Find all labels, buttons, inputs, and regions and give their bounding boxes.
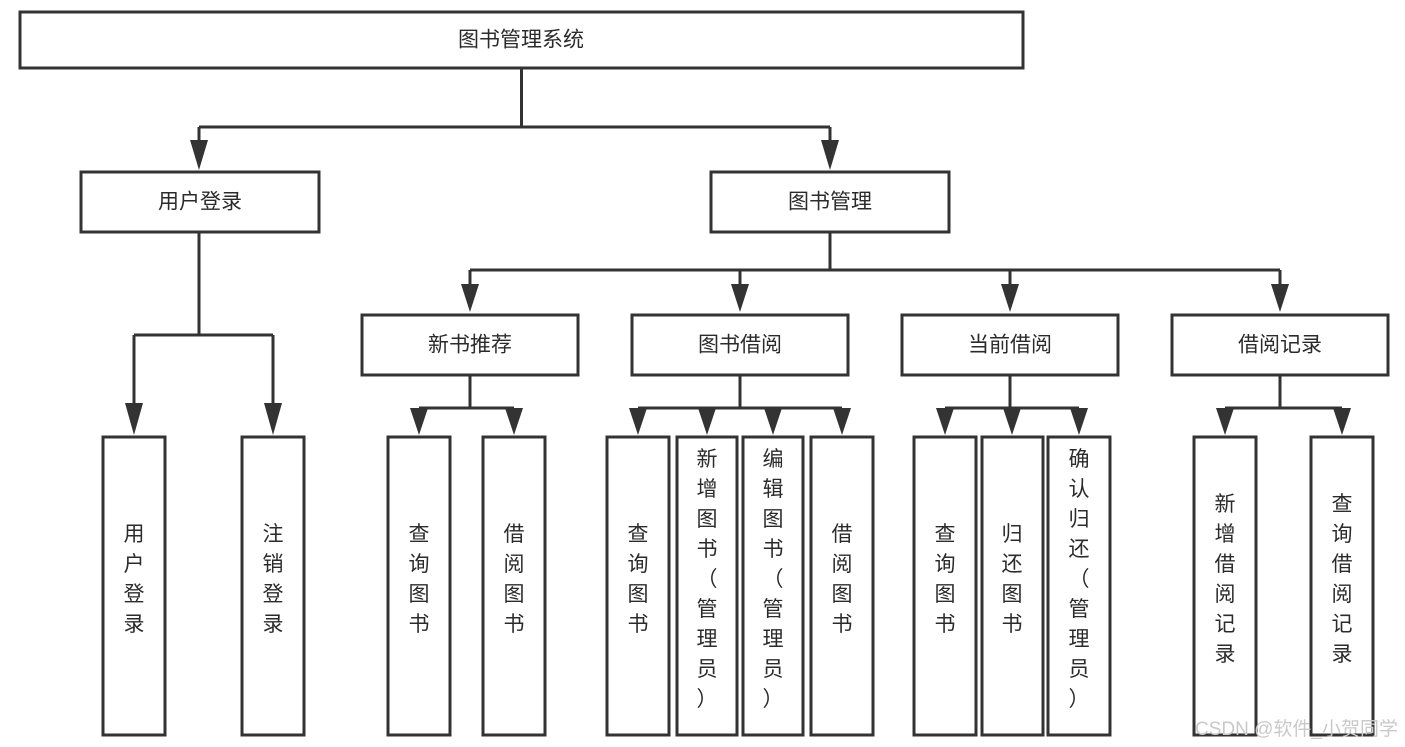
arrow-head-leaf-query-book-2 [629, 408, 647, 435]
node-leaf-edit-book-label: 编辑图书（管理员） [763, 448, 784, 711]
node-book-management[interactable]: 图书管理 [709, 170, 951, 234]
node-leaf-edit-book[interactable]: 编辑图书（管理员） [741, 435, 805, 737]
node-leaf-query-book-3-box[interactable] [912, 435, 978, 737]
arrow-head-new-book-recommend [461, 284, 479, 312]
node-leaf-edit-book-box[interactable] [741, 435, 805, 737]
node-leaf-logout-box[interactable] [240, 435, 306, 737]
node-user-login[interactable]: 用户登录 [79, 170, 321, 234]
node-leaf-query-book-1[interactable]: 查询图书 [386, 435, 452, 737]
node-leaf-borrow-book-2-box[interactable] [809, 435, 875, 737]
arrow-head-user-login [190, 140, 208, 170]
arrow-head-leaf-user-login [125, 403, 143, 435]
node-leaf-borrow-book-1-label: 借阅图书 [504, 523, 525, 636]
node-book-borrow-box[interactable] [630, 313, 850, 377]
node-user-login-label: 用户登录 [158, 191, 242, 214]
arrow-head-leaf-query-record [1333, 408, 1351, 435]
node-leaf-query-book-2-label: 查询图书 [628, 523, 649, 636]
node-leaf-query-book-1-label: 查询图书 [409, 523, 430, 636]
node-leaf-logout[interactable]: 注销登录 [240, 435, 306, 737]
node-new-book-recommend[interactable]: 新书推荐 [360, 313, 580, 377]
node-new-book-recommend-label: 新书推荐 [428, 334, 512, 357]
node-current-borrow-label: 当前借阅 [968, 334, 1052, 357]
node-borrow-record-box[interactable] [1170, 313, 1390, 377]
node-leaf-borrow-book-1-box[interactable] [481, 435, 547, 737]
node-borrow-record-label: 借阅记录 [1238, 334, 1322, 357]
node-leaf-logout-label: 注销登录 [263, 523, 284, 636]
node-book-management-box[interactable] [709, 170, 951, 234]
node-leaf-query-book-3[interactable]: 查询图书 [912, 435, 978, 737]
node-book-borrow-label: 图书借阅 [698, 334, 782, 357]
node-root-box[interactable] [18, 10, 1025, 70]
node-leaf-confirm-return-label: 确认归还（管理员） [1069, 448, 1090, 711]
arrow-head-leaf-borrow-book-2 [833, 408, 851, 435]
node-current-borrow[interactable]: 当前借阅 [900, 313, 1120, 377]
node-new-book-recommend-box[interactable] [360, 313, 580, 377]
node-leaf-user-login-box[interactable] [101, 435, 167, 737]
arrow-head-leaf-logout [264, 403, 282, 435]
node-leaf-query-book-1-box[interactable] [386, 435, 452, 737]
node-leaf-add-book-label: 新增图书（管理员） [697, 448, 718, 711]
arrow-head-current-borrow [1001, 284, 1019, 312]
node-leaf-return-book-box[interactable] [980, 435, 1045, 737]
node-leaf-user-login-label: 用户登录 [124, 523, 145, 636]
node-leaf-query-record-label: 查询借阅记录 [1332, 493, 1353, 666]
arrow-head-book-borrow [731, 284, 749, 312]
node-leaf-borrow-book-1[interactable]: 借阅图书 [481, 435, 547, 737]
node-leaf-confirm-return[interactable]: 确认归还（管理员） [1046, 435, 1112, 737]
arrow-head-leaf-return-book [1003, 408, 1021, 435]
node-leaf-query-record[interactable]: 查询借阅记录 [1309, 435, 1375, 737]
node-book-borrow[interactable]: 图书借阅 [630, 313, 850, 377]
node-leaf-add-book[interactable]: 新增图书（管理员） [675, 435, 739, 737]
node-leaf-return-book-label: 归还图书 [1002, 523, 1023, 636]
node-root-label: 图书管理系统 [458, 29, 584, 52]
connector-layer [125, 68, 1351, 435]
node-leaf-add-book-box[interactable] [675, 435, 739, 737]
node-leaf-borrow-book-2-label: 借阅图书 [832, 523, 853, 636]
arrow-head-leaf-borrow-book-1 [505, 408, 523, 435]
node-leaf-query-book-2-box[interactable] [605, 435, 671, 737]
node-root[interactable]: 图书管理系统 [18, 10, 1025, 70]
node-leaf-user-login[interactable]: 用户登录 [101, 435, 167, 737]
node-book-management-label: 图书管理 [788, 191, 872, 214]
node-leaf-confirm-return-box[interactable] [1046, 435, 1112, 737]
node-leaf-query-book-3-label: 查询图书 [935, 523, 956, 636]
node-leaf-return-book[interactable]: 归还图书 [980, 435, 1045, 737]
node-borrow-record[interactable]: 借阅记录 [1170, 313, 1390, 377]
node-current-borrow-box[interactable] [900, 313, 1120, 377]
node-leaf-borrow-book-2[interactable]: 借阅图书 [809, 435, 875, 737]
arrow-head-leaf-query-book-1 [410, 408, 428, 435]
arrow-head-leaf-add-record [1216, 408, 1234, 435]
arrow-head-borrow-record [1271, 284, 1289, 312]
node-leaf-add-record-label: 新增借阅记录 [1215, 493, 1236, 666]
node-leaf-add-record[interactable]: 新增借阅记录 [1192, 435, 1258, 737]
node-leaf-query-book-2[interactable]: 查询图书 [605, 435, 671, 737]
arrow-head-leaf-confirm-return [1070, 408, 1088, 435]
arrow-head-leaf-query-book-3 [936, 408, 954, 435]
arrow-head-book-management [821, 140, 839, 170]
arrow-head-leaf-edit-book [764, 408, 782, 435]
node-user-login-box[interactable] [79, 170, 321, 234]
node-leaf-query-record-box[interactable] [1309, 435, 1375, 737]
watermark-label: CSDN @软件_小贺同学 [1195, 718, 1398, 740]
node-leaf-add-record-box[interactable] [1192, 435, 1258, 737]
arrow-head-leaf-add-book [698, 408, 716, 435]
